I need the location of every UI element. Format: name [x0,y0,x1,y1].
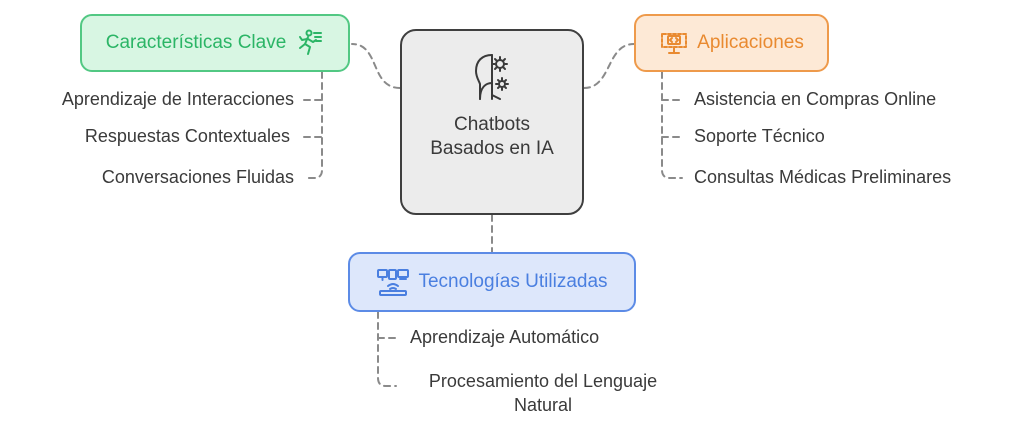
running-figure-icon [294,28,324,58]
leaf-aprendizaje-automatico[interactable]: Aprendizaje Automático [410,327,600,347]
leaf-aprendizaje-interacciones[interactable]: Aprendizaje de Interacciones [61,89,294,109]
branch-aplicaciones[interactable]: Aplicaciones [634,14,829,72]
central-topic-node[interactable]: Chatbots Basados en IA [400,29,584,215]
network-devices-icon [376,267,410,297]
leaf-soporte-tecnico[interactable]: Soporte Técnico [694,126,825,146]
branch-tecnologias-utilizadas[interactable]: Tecnologías Utilizadas [348,252,636,312]
leaf-consultas-medicas[interactable]: Consultas Médicas Preliminares [694,167,952,187]
connector-center-left [351,43,401,89]
branch-aplicaciones-title: Aplicaciones [697,32,804,53]
branch-caracteristicas-clave[interactable]: Características Clave [80,14,350,72]
connector-right-leaves [661,71,683,179]
branch-caracteristicas-title: Características Clave [105,32,287,53]
connector-center-right [583,43,635,89]
code-monitor-icon [659,29,689,57]
branch-tecnologias-title: Tecnologías Utilizadas [418,271,608,292]
leaf-asistencia-compras[interactable]: Asistencia en Compras Online [694,89,937,109]
connector-left-leaves [303,71,323,179]
central-topic-title: Chatbots Basados en IA [430,114,554,159]
leaf-procesamiento-lenguaje[interactable]: Procesamiento del Lenguaje Natural [428,371,658,415]
brain-gears-icon [470,51,514,103]
leaf-conversaciones-fluidas[interactable]: Conversaciones Fluidas [101,167,294,187]
connector-bottom-leaves [377,311,397,387]
leaf-respuestas-contextuales[interactable]: Respuestas Contextuales [84,126,290,146]
